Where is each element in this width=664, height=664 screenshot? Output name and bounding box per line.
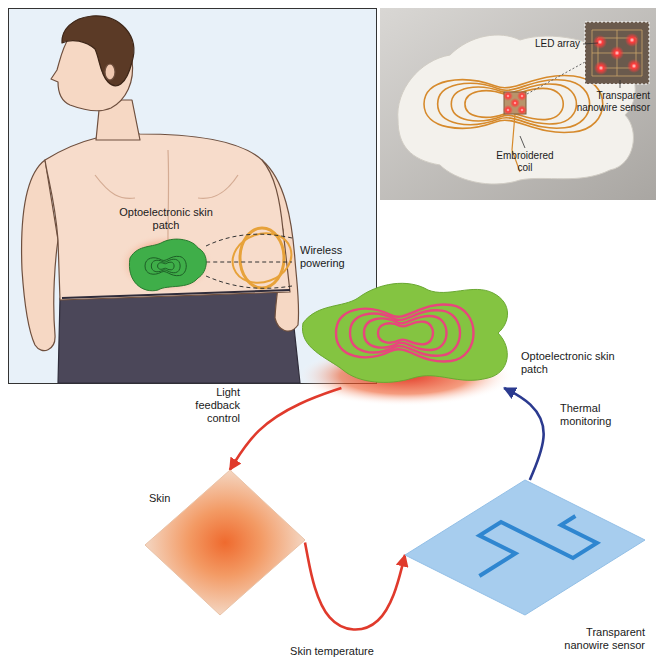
skin-patch-shape	[118, 206, 218, 290]
skin-patch: Optoelectronic skin patch	[118, 206, 218, 290]
skin-tile-shape-part	[145, 470, 305, 615]
man-figure-part	[198, 175, 238, 198]
edge-label: Light feedback control	[176, 386, 240, 426]
callout-label: Embroidered coil	[492, 150, 558, 174]
callout-label: LED array	[528, 38, 580, 50]
leader-line-part	[520, 136, 525, 148]
skin-tile-shape	[145, 470, 305, 615]
node-label: Optoelectronic skin patch	[521, 350, 621, 376]
field-lines	[206, 234, 292, 288]
skin-patch-shape-part	[378, 322, 433, 345]
device-photo-part	[585, 22, 649, 84]
device-photo-part	[380, 8, 656, 200]
device-photo-part-part	[451, 84, 576, 124]
sensor-tile-shape	[405, 480, 645, 615]
device-photo-part-part	[592, 30, 642, 76]
cycle-arrow	[504, 388, 543, 480]
device-photo-part	[610, 46, 624, 60]
cycle-arrow	[305, 543, 405, 630]
field-lines-part	[206, 262, 292, 263]
skin-patch-shape-part-part	[158, 262, 175, 270]
edge-label: Thermal monitoring	[560, 402, 632, 428]
device-photo-part-part	[438, 80, 590, 128]
skin-patch-shape-part	[350, 310, 460, 356]
man-figure-part	[58, 290, 300, 383]
skin-patch-shape-part	[302, 283, 507, 382]
device-photo-part-part	[424, 76, 603, 133]
skin-patch-shape	[298, 278, 515, 388]
device-photo-part-part	[592, 30, 642, 76]
man-figure-part	[95, 175, 135, 198]
device-photo	[380, 8, 656, 200]
wireless-coil-part	[240, 228, 284, 288]
device-photo-part	[625, 33, 639, 47]
device-photo-part	[594, 61, 608, 75]
node-label: Skin	[149, 492, 189, 505]
device-photo-part	[527, 62, 585, 94]
skin-patch-shape-part-part	[145, 256, 186, 275]
cycle-arrow	[230, 388, 342, 470]
device-photo-part	[592, 30, 642, 76]
leader-line-part	[620, 80, 621, 88]
field-lines-part	[206, 234, 292, 246]
skin-patch-shape-part	[364, 316, 447, 350]
skin-patch-shape-part-part	[129, 239, 206, 291]
skin-patch: Optoelectronic skin patch	[298, 278, 515, 388]
node-label: Optoelectronic skin patch	[118, 206, 214, 232]
man-figure	[22, 16, 300, 383]
annotation-label: Wireless powering	[300, 244, 372, 270]
wireless-coil	[226, 225, 299, 291]
edge-label: Skin temperature	[282, 645, 382, 658]
node-label: Transparent nanowire sensor	[545, 626, 645, 652]
leader-line-part	[583, 43, 598, 44]
skin-tile: Skin	[145, 470, 305, 615]
skin-patch-shape-part	[118, 234, 214, 294]
device-photo-part	[424, 76, 603, 133]
skin-patch-shape-part-part	[151, 259, 180, 273]
sensor-tile-shape-part	[479, 516, 597, 576]
man-figure-part	[105, 64, 115, 80]
device-photo-part	[510, 98, 520, 108]
skin-patch-shape-part	[129, 239, 206, 291]
field-lines-part	[206, 276, 292, 288]
wireless-coil-part	[226, 225, 299, 291]
sensor-tile-shape-part	[405, 480, 645, 615]
sensor-tile: Transparent nanowire sensor	[405, 480, 645, 615]
device-photo-part	[593, 35, 607, 49]
device-photo-part	[627, 59, 641, 73]
device-photo-part-part	[465, 88, 563, 119]
device-photo-part	[504, 92, 526, 114]
man-figure-part	[62, 16, 134, 86]
callout-label: Transparent nanowire sensor	[566, 90, 650, 114]
man-figure-part	[45, 134, 290, 300]
skin-patch-shape-part	[336, 305, 474, 362]
